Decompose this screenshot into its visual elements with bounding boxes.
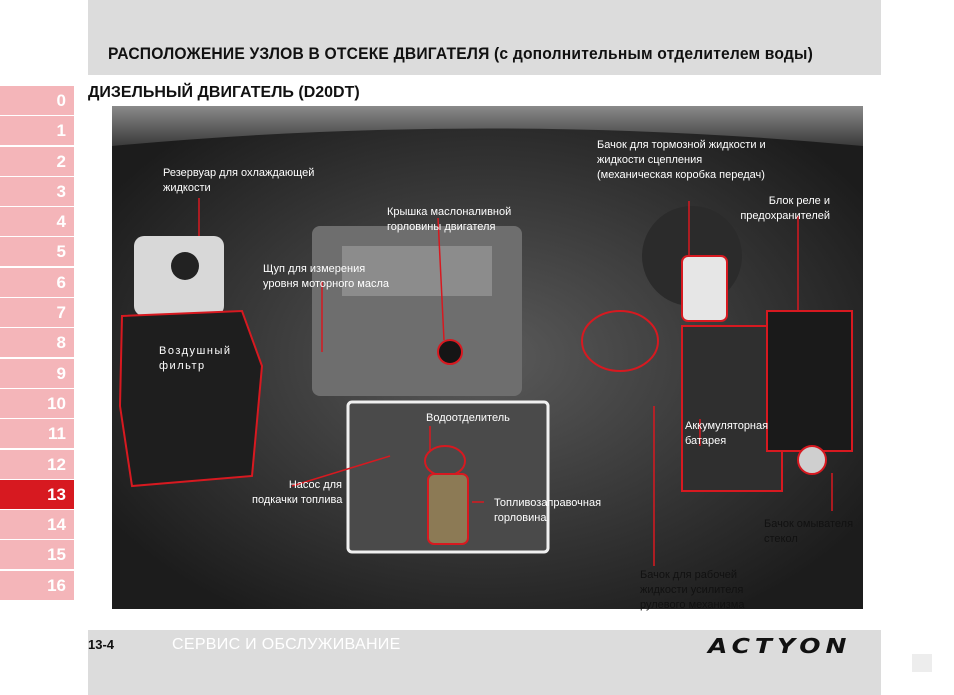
chapter-tab-5[interactable]: 5 — [0, 237, 74, 267]
chapter-tab-0[interactable]: 0 — [0, 86, 74, 115]
section-title: СЕРВИС И ОБСЛУЖИВАНИЕ — [172, 636, 401, 653]
coolant-cap-shape — [171, 252, 199, 280]
callout-brake-fluid: Бачок для тормозной жидкости и жидкости … — [597, 139, 766, 181]
callout-oil-cap: Крышка маслоналивной горловины двигателя — [387, 206, 512, 233]
chapter-tab-14[interactable]: 14 — [0, 510, 74, 540]
page-title: РАСПОЛОЖЕНИЕ УЗЛОВ В ОТСЕКЕ ДВИГАТЕЛЯ (с… — [108, 44, 813, 63]
engine-bay-illustration — [112, 106, 863, 609]
corner-square — [912, 654, 932, 672]
chapter-tab-11[interactable]: 11 — [0, 419, 74, 449]
chapter-tab-13-active[interactable]: 13 — [0, 479, 74, 509]
chapter-tab-16[interactable]: 16 — [0, 570, 74, 600]
chapter-tab-6[interactable]: 6 — [0, 267, 74, 297]
chapter-tab-9[interactable]: 9 — [0, 358, 74, 388]
page-number: 13-4 — [88, 637, 115, 652]
engine-cover-shape — [342, 246, 492, 296]
chapter-tab-10[interactable]: 10 — [0, 388, 74, 418]
callout-steering-fluid: Бачок для рабочей жидкости усилителя рул… — [640, 569, 745, 611]
footer-bar — [88, 630, 881, 695]
callout-battery: Аккумуляторная батарея — [685, 420, 769, 447]
steering-reservoir-highlight — [581, 310, 659, 372]
air-filter-outline — [118, 309, 264, 488]
chapter-tab-3[interactable]: 3 — [0, 176, 74, 206]
callout-fuel-neck: Топливозаправочная горловина — [494, 497, 602, 524]
callout-air-filter: Воздушный фильтр — [159, 345, 232, 372]
chapter-tab-8[interactable]: 8 — [0, 328, 74, 358]
callout-coolant: Резервуар для охлаждающей жидкости — [163, 167, 315, 194]
callout-dipstick: Щуп для измерения уровня моторного масла — [263, 263, 389, 290]
chapter-tab-12[interactable]: 12 — [0, 449, 74, 479]
chapter-tab-1[interactable]: 1 — [0, 116, 74, 146]
relay-box-highlight — [766, 310, 853, 452]
callout-relay-box: Блок реле и предохранителей — [740, 195, 830, 222]
callout-fuel-pump: Насос для подкачки топлива — [252, 479, 343, 506]
chapter-tabs: 0 1 2 3 4 5 6 7 8 9 10 11 12 13 14 15 16 — [0, 86, 74, 601]
brake-reservoir-highlight — [681, 255, 728, 322]
callout-water-separator: Водоотделитель — [426, 412, 510, 424]
chapter-tab-2[interactable]: 2 — [0, 146, 74, 176]
chapter-tab-7[interactable]: 7 — [0, 298, 74, 328]
callout-washer: Бачок омывателя стекол — [764, 518, 854, 545]
engine-bay-photo: Резервуар для охлаждающей жидкости Крышк… — [112, 106, 863, 609]
engine-subtitle: ДИЗЕЛЬНЫЙ ДВИГАТЕЛЬ (D20DT) — [88, 84, 360, 101]
washer-reservoir-highlight — [797, 445, 827, 475]
oil-cap-highlight — [437, 339, 463, 365]
actyon-logo: ACTYON — [708, 634, 852, 658]
fuel-filter-shape — [427, 473, 469, 545]
callout-leaders — [198, 198, 833, 566]
chapter-tab-4[interactable]: 4 — [0, 207, 74, 237]
hood-edge — [112, 106, 863, 146]
header-bar — [88, 0, 881, 75]
chapter-tab-15[interactable]: 15 — [0, 540, 74, 570]
